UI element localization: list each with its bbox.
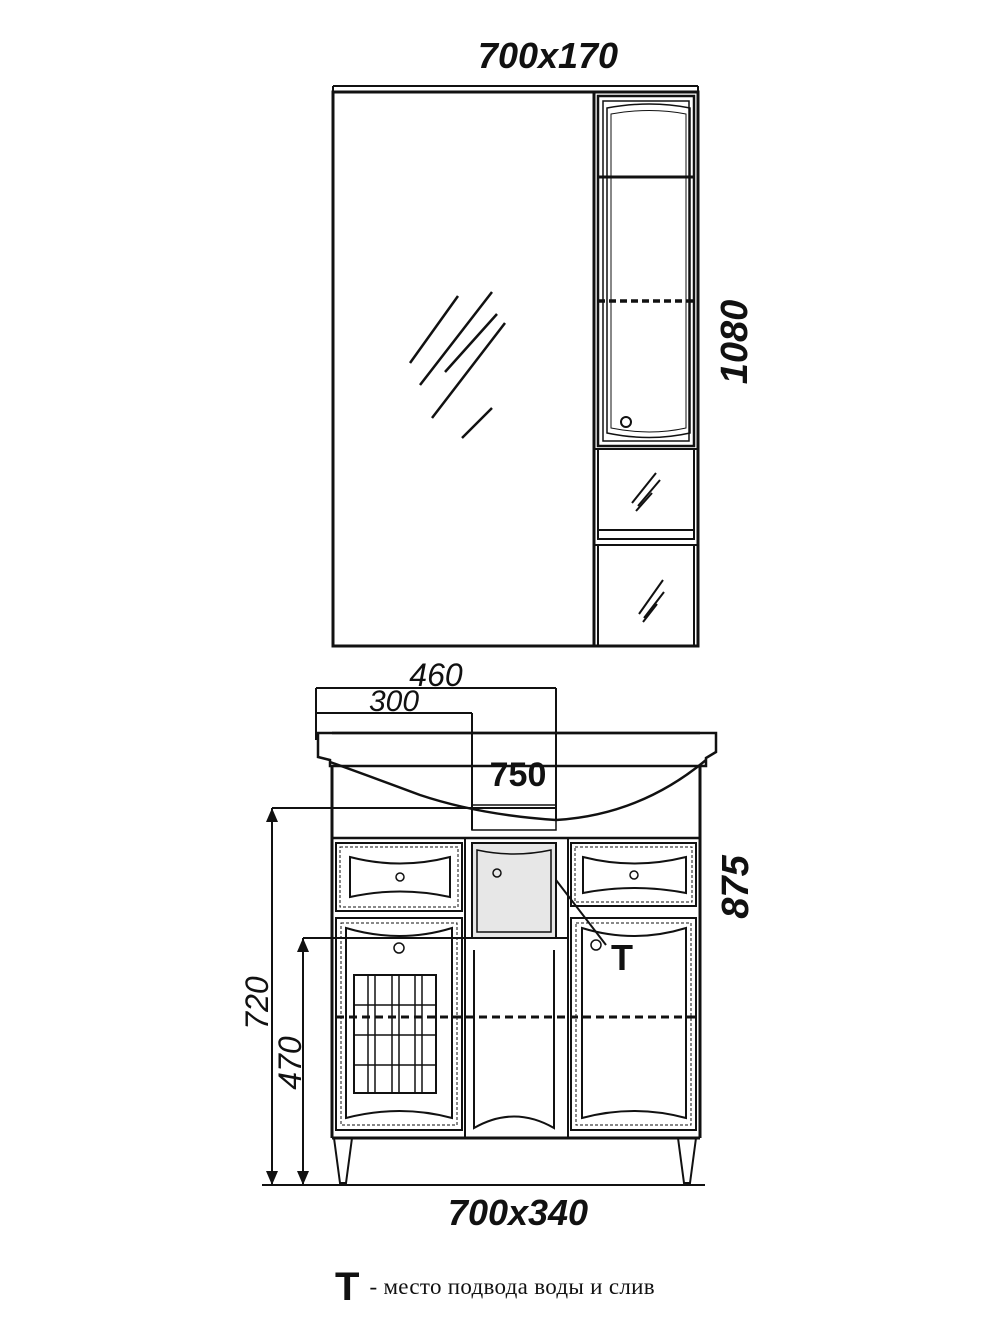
- lower-shelf: [597, 545, 695, 646]
- legend: T - место подвода воды и слив: [335, 1262, 655, 1312]
- mirror-glare: [408, 291, 506, 439]
- counter-height-label: 720: [239, 976, 275, 1030]
- basin-depth-dimension: 460: [315, 657, 557, 820]
- door-knob-icon: [590, 939, 602, 951]
- counter-height-dimension: 720: [239, 807, 556, 1185]
- mirror-cabinet-height-label: 1080: [714, 300, 756, 385]
- vanity: 460 300 750: [239, 657, 757, 1233]
- drawer-knob-icon: [629, 870, 639, 880]
- basin-depth-label: 460: [409, 657, 463, 693]
- door-knob-icon: [393, 942, 405, 954]
- open-shelf: [594, 448, 698, 546]
- right-drawer: [570, 842, 697, 907]
- mirror-cabinet-size-label: 700x170: [478, 35, 618, 76]
- water-supply-symbol: T: [611, 937, 633, 978]
- basin: [316, 731, 718, 822]
- basin-offset-label: 300: [369, 685, 419, 718]
- door-knob-icon: [620, 416, 632, 428]
- vanity-cabinet: [330, 766, 702, 1140]
- mirror-cabinet-outline: [331, 90, 700, 648]
- legs: [333, 1137, 697, 1184]
- drawer-knob-icon: [395, 872, 405, 882]
- middle-door: [465, 842, 568, 939]
- vanity-total-height-label: 875: [715, 854, 757, 918]
- door-knob-icon: [492, 868, 502, 878]
- pipe-height-label: 470: [272, 1036, 308, 1090]
- pipe-height-dimension: 470: [272, 937, 556, 1185]
- basin-width-label: 750: [490, 756, 547, 794]
- left-door: [335, 917, 463, 1131]
- right-door: [570, 917, 697, 1131]
- legend-symbol: T: [335, 1264, 360, 1309]
- mirror-cabinet: 700x170: [331, 35, 756, 648]
- legend-text: - место подвода воды и слив: [369, 1274, 655, 1299]
- laundry-basket: [353, 974, 437, 1094]
- middle-open-shelf: [336, 950, 696, 1130]
- vanity-size-label: 700x340: [448, 1192, 588, 1233]
- water-supply-marker: T: [555, 879, 633, 978]
- left-drawer: [335, 842, 463, 912]
- upper-glass-door: [596, 94, 696, 448]
